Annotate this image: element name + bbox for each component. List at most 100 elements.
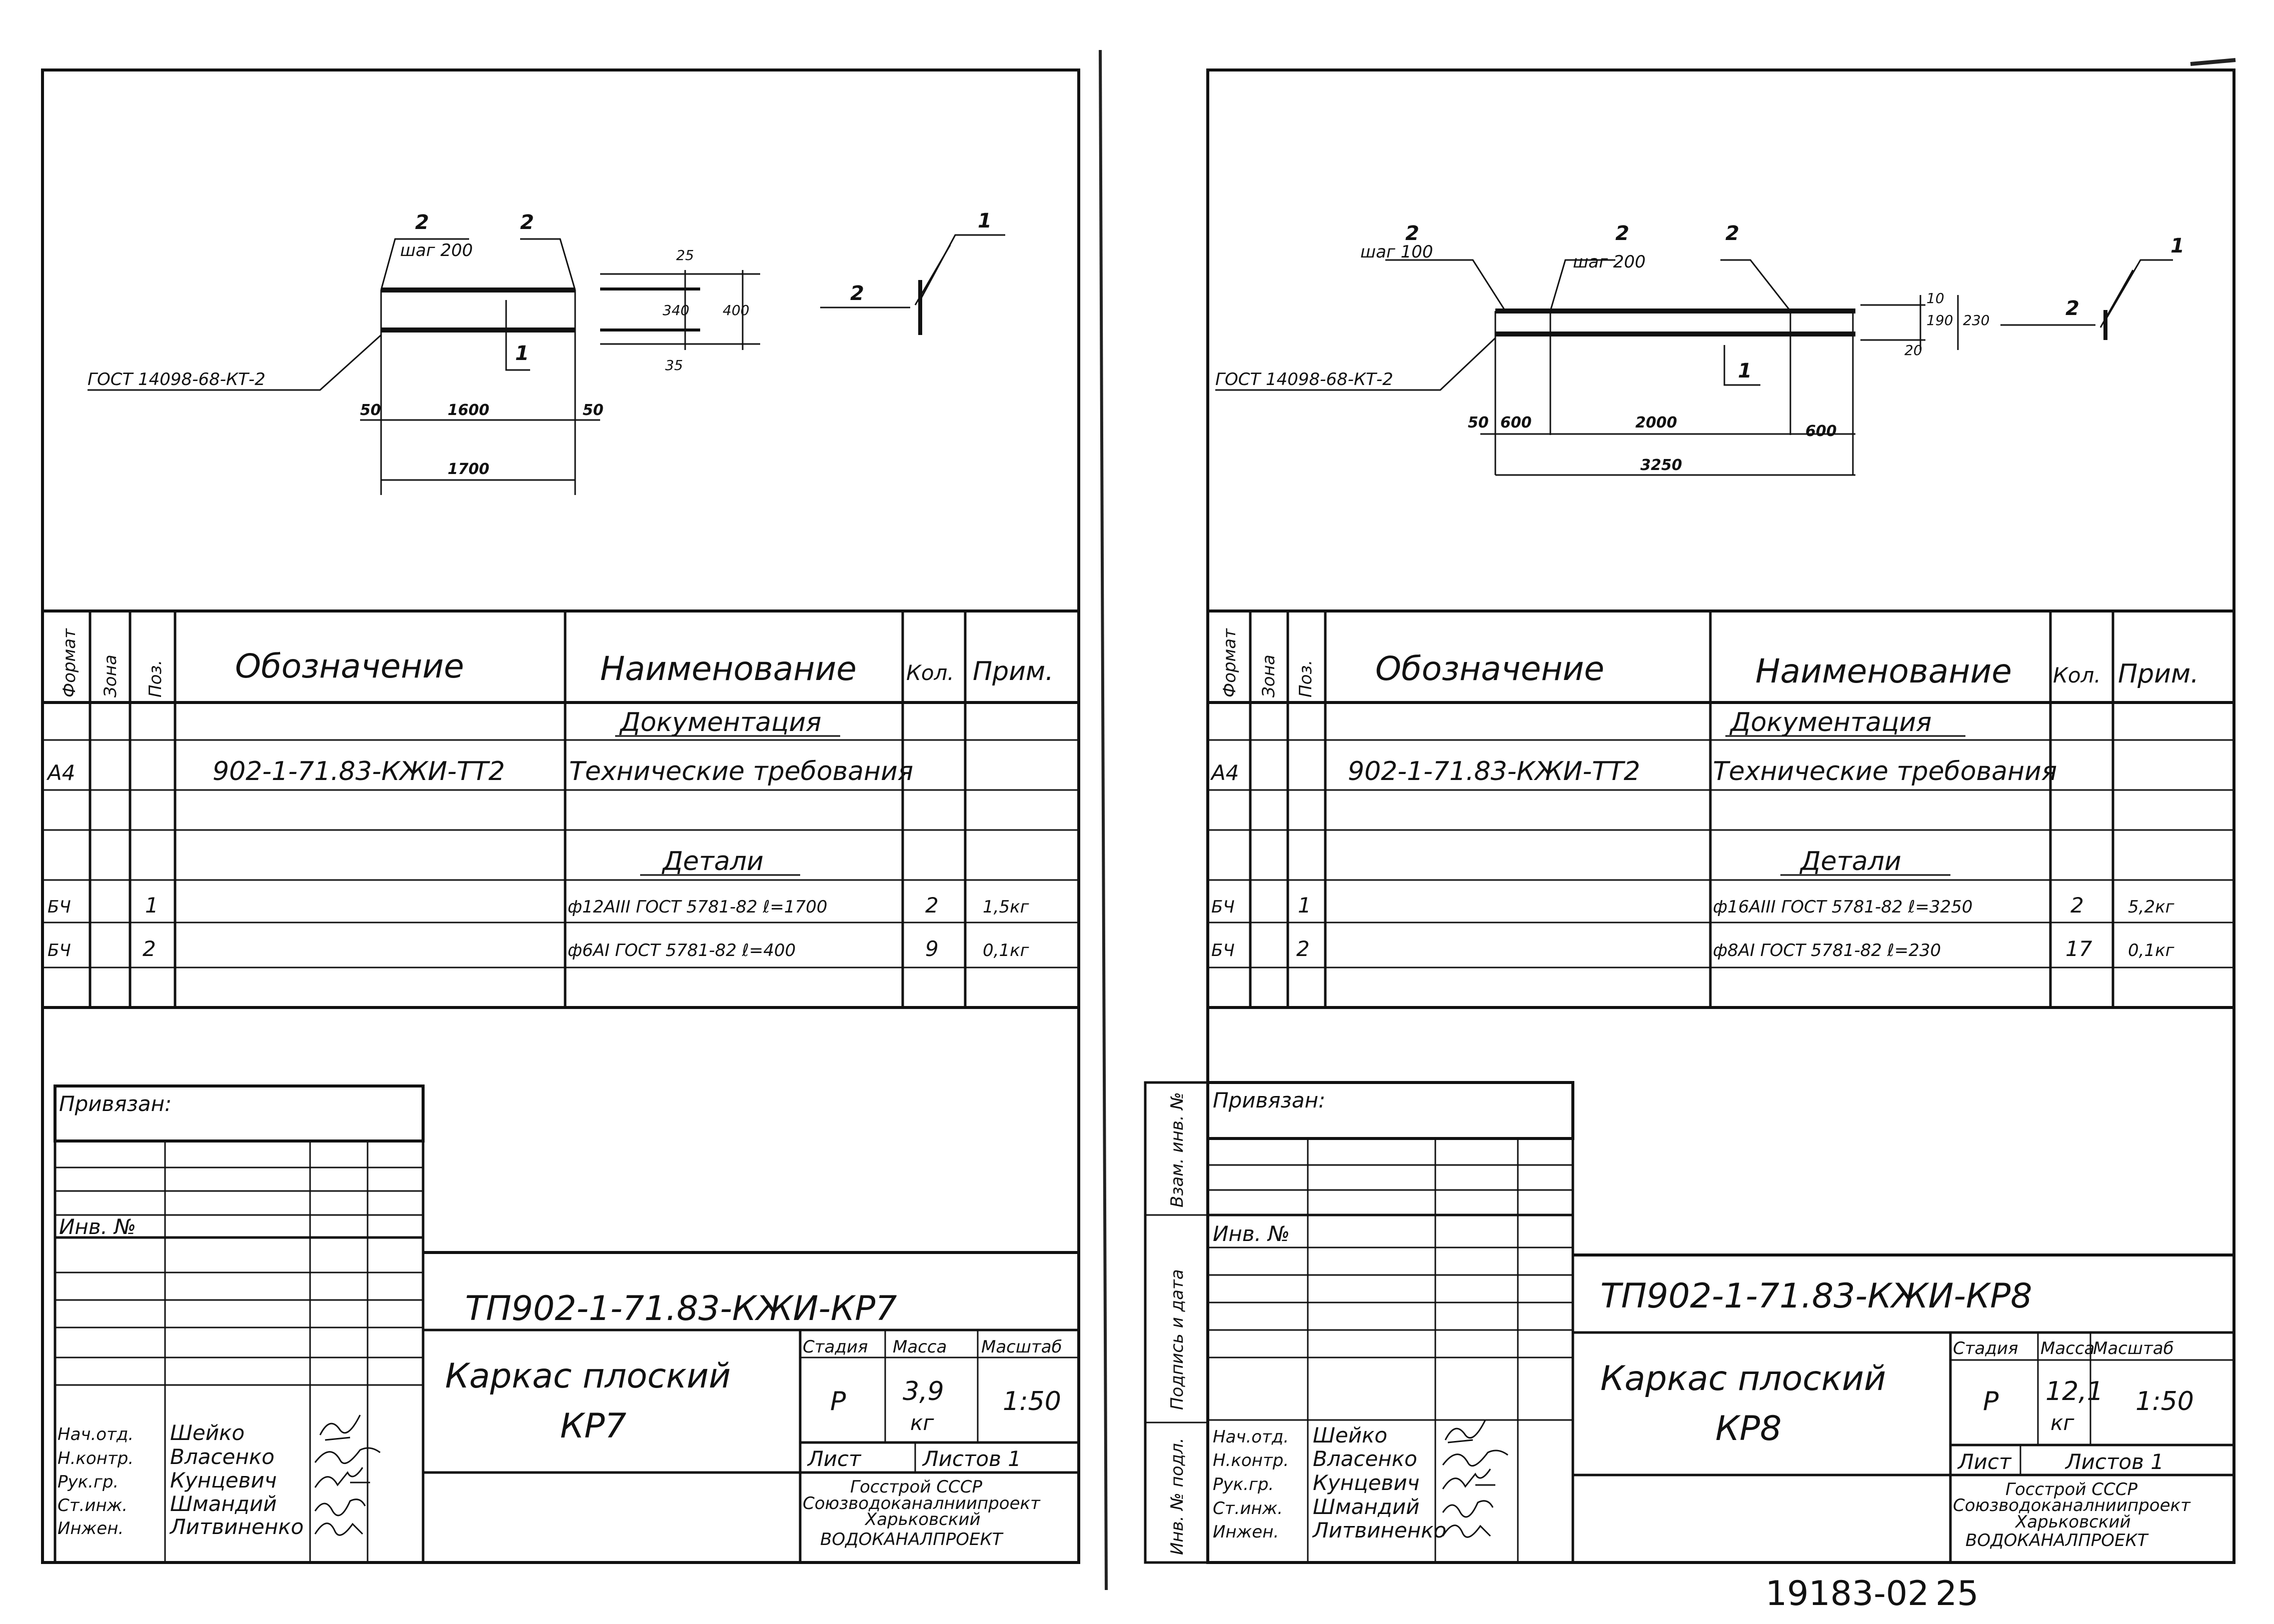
signer-name: Шейко [170, 1420, 245, 1445]
binding-title: Привязан: [1213, 1088, 1325, 1112]
document-code: ТП902-1-71.83-КЖИ-КР8 [1600, 1276, 2032, 1316]
col-header-qty: Кол. [2053, 663, 2101, 688]
frame-drawing-kp8 [1215, 259, 2173, 476]
document-name: Каркас плоский [1600, 1359, 1886, 1398]
sheet-kp7: 2 шаг 200 2 1 ГОСТ 14098-68-КТ-2 50 1600… [41, 68, 1080, 1564]
dim-label: 230 [1963, 312, 1989, 328]
frame-drawing-kp7 [88, 234, 1005, 495]
section-details: Детали [1799, 846, 1901, 876]
mass-label: Масса [2040, 1338, 2094, 1358]
detail-pos: 2 [143, 936, 156, 961]
stage-value: Р [1983, 1386, 1999, 1416]
binding-box-grid [54, 1084, 425, 1562]
step-label: шаг 200 [400, 240, 473, 260]
col-header-zone: Зона [101, 654, 121, 698]
dim-label: 35 [665, 357, 683, 374]
document-code: ТП902-1-71.83-КЖИ-КР7 [465, 1289, 897, 1328]
col-header-designation: Обозначение [1375, 650, 1604, 688]
signer-name: Литвиненко [1312, 1518, 1446, 1542]
pos-label: 2 [520, 211, 534, 234]
org-line: Госстрой СССР [2005, 1480, 2137, 1500]
scale-label: Масштаб [981, 1337, 1062, 1357]
scale-value: 1:50 [1003, 1386, 1061, 1416]
dim-label: 400 [723, 302, 749, 318]
dim-label: 50 [360, 402, 381, 419]
signer-name: Литвиненко [169, 1514, 304, 1539]
org-line: Харьковский [864, 1510, 981, 1530]
col-header-designation: Обозначение [235, 647, 464, 686]
pos-label: 2 [1725, 222, 1739, 245]
stage-label: Стадия [1953, 1338, 2018, 1358]
pos-label: 1 [978, 210, 992, 232]
signer-role: Инжен. [58, 1518, 124, 1538]
binding-title: Привязан: [59, 1092, 172, 1116]
signer-role: Рук.гр. [1213, 1474, 1274, 1494]
scale-value: 1:50 [2135, 1386, 2194, 1416]
org-line: ВОДОКАНАЛПРОЕКТ [820, 1530, 1004, 1550]
signer-role: Ст.инж. [58, 1496, 128, 1516]
detail-format: БЧ [48, 897, 71, 917]
org-line: Союзводоканалниипроект [803, 1494, 1041, 1514]
pos-label: 2 [1405, 222, 1419, 245]
sheets-count: Листов 1 [922, 1446, 1021, 1471]
pos-label: 2 [1615, 222, 1629, 245]
signer-name: Власенко [170, 1444, 275, 1469]
doc-designation: 902-1-71.83-КЖИ-ТТ2 [1348, 756, 1640, 786]
title-block-grid [423, 1251, 1079, 1562]
doc-format: А4 [46, 760, 75, 785]
detail-note: 0,1кг [983, 940, 1030, 960]
doc-name: Технические требования [569, 756, 913, 786]
signer-name: Кунцевич [1313, 1470, 1419, 1495]
signer-role: Ст.инж. [1213, 1498, 1283, 1518]
detail-note: 1,5кг [983, 897, 1030, 917]
col-header-note: Прим. [973, 656, 1054, 686]
dim-label: 50 [1468, 414, 1489, 432]
doc-format: А4 [1210, 760, 1239, 785]
signature-marks [1442, 1420, 1508, 1538]
col-header-format: Формат [1220, 628, 1240, 698]
org-line: Госстрой СССР [850, 1477, 982, 1497]
document-mark: КР8 [1715, 1409, 1782, 1448]
dim-label: 600 [1500, 414, 1532, 432]
org-line: Харьковский [2014, 1512, 2131, 1532]
pos-label: 2 [415, 211, 429, 234]
signer-role: Инжен. [1213, 1522, 1279, 1542]
detail-name: ф16АIII ГОСТ 5781-82 ℓ=3250 [1713, 897, 1972, 917]
sheet-label: Лист [807, 1446, 862, 1471]
col-header-format: Формат [60, 628, 80, 698]
detail-format: БЧ [48, 940, 71, 960]
mass-unit: кг [2050, 1410, 2074, 1435]
signer-role: Рук.гр. [58, 1472, 119, 1492]
dim-label: 3250 [1640, 456, 1682, 474]
detail-format: БЧ [1211, 897, 1235, 917]
document-mark: КР7 [560, 1406, 627, 1446]
section-details: Детали [662, 846, 764, 876]
gost-label: ГОСТ 14098-68-КТ-2 [1215, 370, 1393, 390]
detail-pos: 1 [1298, 893, 1311, 918]
scale-label: Масштаб [2093, 1338, 2174, 1358]
pos-label: 2 [850, 282, 864, 305]
sheets-count: Листов 1 [2064, 1450, 2164, 1474]
pos-label: 2 [2065, 297, 2079, 320]
stage-value: Р [830, 1386, 846, 1416]
signer-name: Кунцевич [170, 1468, 277, 1492]
org-line: ВОДОКАНАЛПРОЕКТ [1965, 1530, 2149, 1550]
sheet-frame [1206, 68, 2235, 1564]
signature-marks [314, 1414, 381, 1536]
side-strip-label: Подпись и дата [1167, 1269, 1187, 1410]
dim-label: 10 [1926, 290, 1944, 306]
dim-label: 25 [676, 247, 694, 264]
section-docs: Документация [1729, 708, 1931, 738]
detail-name: ф12АIII ГОСТ 5781-82 ℓ=1700 [568, 897, 827, 917]
col-header-pos: Поз. [146, 660, 166, 698]
doc-designation: 902-1-71.83-КЖИ-ТТ2 [213, 756, 505, 786]
detail-note: 0,1кг [2128, 940, 2175, 960]
detail-qty: 2 [2070, 893, 2084, 918]
sheet-kp8: Инв. № подл. Подпись и дата Взам. инв. № [1144, 68, 2235, 1564]
signer-name: Шмандий [170, 1492, 277, 1516]
dim-label: 340 [663, 302, 689, 318]
dim-label: 20 [1904, 342, 1922, 358]
corner-mark [2190, 58, 2236, 66]
sheet-frame [41, 68, 1080, 1564]
dim-label: 2000 [1635, 414, 1677, 432]
